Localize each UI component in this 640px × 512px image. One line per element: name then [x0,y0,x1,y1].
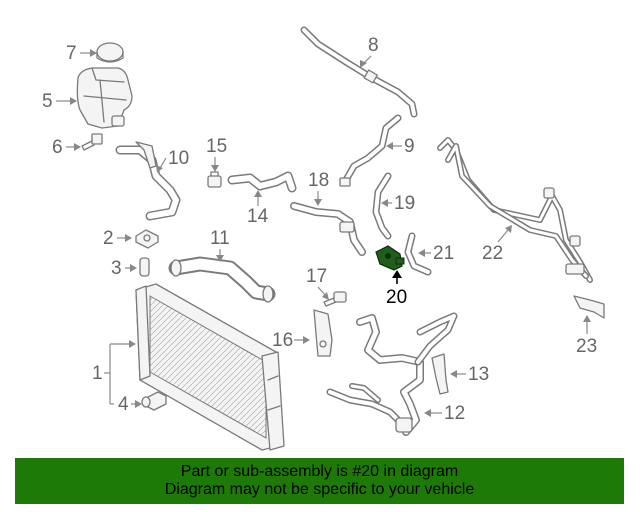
svg-text:1: 1 [92,363,103,384]
radiator-hose-11-part[interactable] [168,256,276,303]
hose-21-part[interactable] [404,232,432,276]
hose-assembly-12-part[interactable] [326,312,458,436]
svg-text:22: 22 [482,243,503,264]
svg-text:8: 8 [368,35,379,56]
callout-6[interactable]: 6 [52,137,81,158]
hose-19-part[interactable] [372,172,392,240]
callout-15[interactable]: 15 [206,136,227,172]
svg-text:12: 12 [444,403,465,424]
callout-7[interactable]: 7 [66,43,97,64]
callout-16[interactable]: 16 [272,330,310,351]
part-info-banner: Part or sub-assembly is #20 in diagram D… [15,458,624,504]
callout-9[interactable]: 9 [386,136,415,157]
callout-3[interactable]: 3 [111,258,137,279]
reservoir-hose-part[interactable] [115,141,181,221]
callout-11[interactable]: 11 [210,228,230,262]
callout-20[interactable]: 20 [386,270,407,308]
clip-15-part[interactable] [207,171,222,188]
svg-text:7: 7 [66,43,77,64]
callout-17[interactable]: 17 [306,266,329,300]
svg-text:20: 20 [386,287,407,308]
tube-assembly-22-part[interactable] [437,137,593,283]
callout-2[interactable]: 2 [103,228,132,249]
svg-text:16: 16 [272,330,293,351]
bolt-6-part[interactable] [81,133,103,151]
bracket-16-part[interactable] [313,309,333,357]
svg-text:14: 14 [247,206,269,227]
cooling-system-diagram: 7 5 6 10 15 [42,26,605,451]
mount-2-part[interactable] [135,229,159,249]
callout-12[interactable]: 12 [424,403,465,424]
radiator-1-part[interactable] [135,283,285,451]
svg-text:4: 4 [118,394,129,415]
hose-14-part[interactable] [227,171,297,193]
callout-13[interactable]: 13 [450,364,489,385]
svg-text:3: 3 [111,258,122,279]
svg-text:10: 10 [168,148,189,169]
pin-3-part[interactable] [139,257,150,277]
callout-21[interactable]: 21 [418,243,454,264]
svg-text:23: 23 [576,336,597,357]
svg-text:9: 9 [404,136,415,157]
callout-18[interactable]: 18 [308,170,329,206]
callout-1[interactable]: 1 [92,340,136,405]
svg-text:19: 19 [394,193,415,214]
banner-line-part-number: Part or sub-assembly is #20 in diagram [180,463,459,480]
bracket-13-part[interactable] [431,353,449,395]
part-20-highlighted[interactable] [375,245,405,271]
callout-22[interactable]: 22 [482,225,512,264]
callout-4[interactable]: 4 [118,394,142,415]
svg-text:21: 21 [433,243,454,264]
hose-9-part[interactable] [339,114,402,187]
callout-14[interactable]: 14 [247,190,269,227]
callout-23[interactable]: 23 [576,315,597,357]
bracket-23-part[interactable] [573,295,605,319]
svg-text:15: 15 [206,136,227,157]
drain-plug-4-part[interactable] [141,391,167,411]
hose-18-part[interactable] [290,202,366,256]
svg-text:5: 5 [42,91,53,112]
callout-8[interactable]: 8 [360,35,379,68]
hose-8-part[interactable] [300,26,418,118]
svg-text:6: 6 [52,137,63,158]
callout-5[interactable]: 5 [42,91,77,112]
coolant-reservoir-part[interactable] [76,67,133,129]
svg-text:17: 17 [306,266,327,287]
reservoir-cap-part[interactable] [96,42,124,63]
svg-text:18: 18 [308,170,329,191]
banner-line-disclaimer: Diagram may not be specific to your vehi… [164,481,475,498]
svg-text:13: 13 [468,364,489,385]
svg-text:2: 2 [103,228,114,249]
svg-text:11: 11 [210,228,230,249]
callout-19[interactable]: 19 [381,193,415,214]
callout-10[interactable]: 10 [156,148,189,173]
